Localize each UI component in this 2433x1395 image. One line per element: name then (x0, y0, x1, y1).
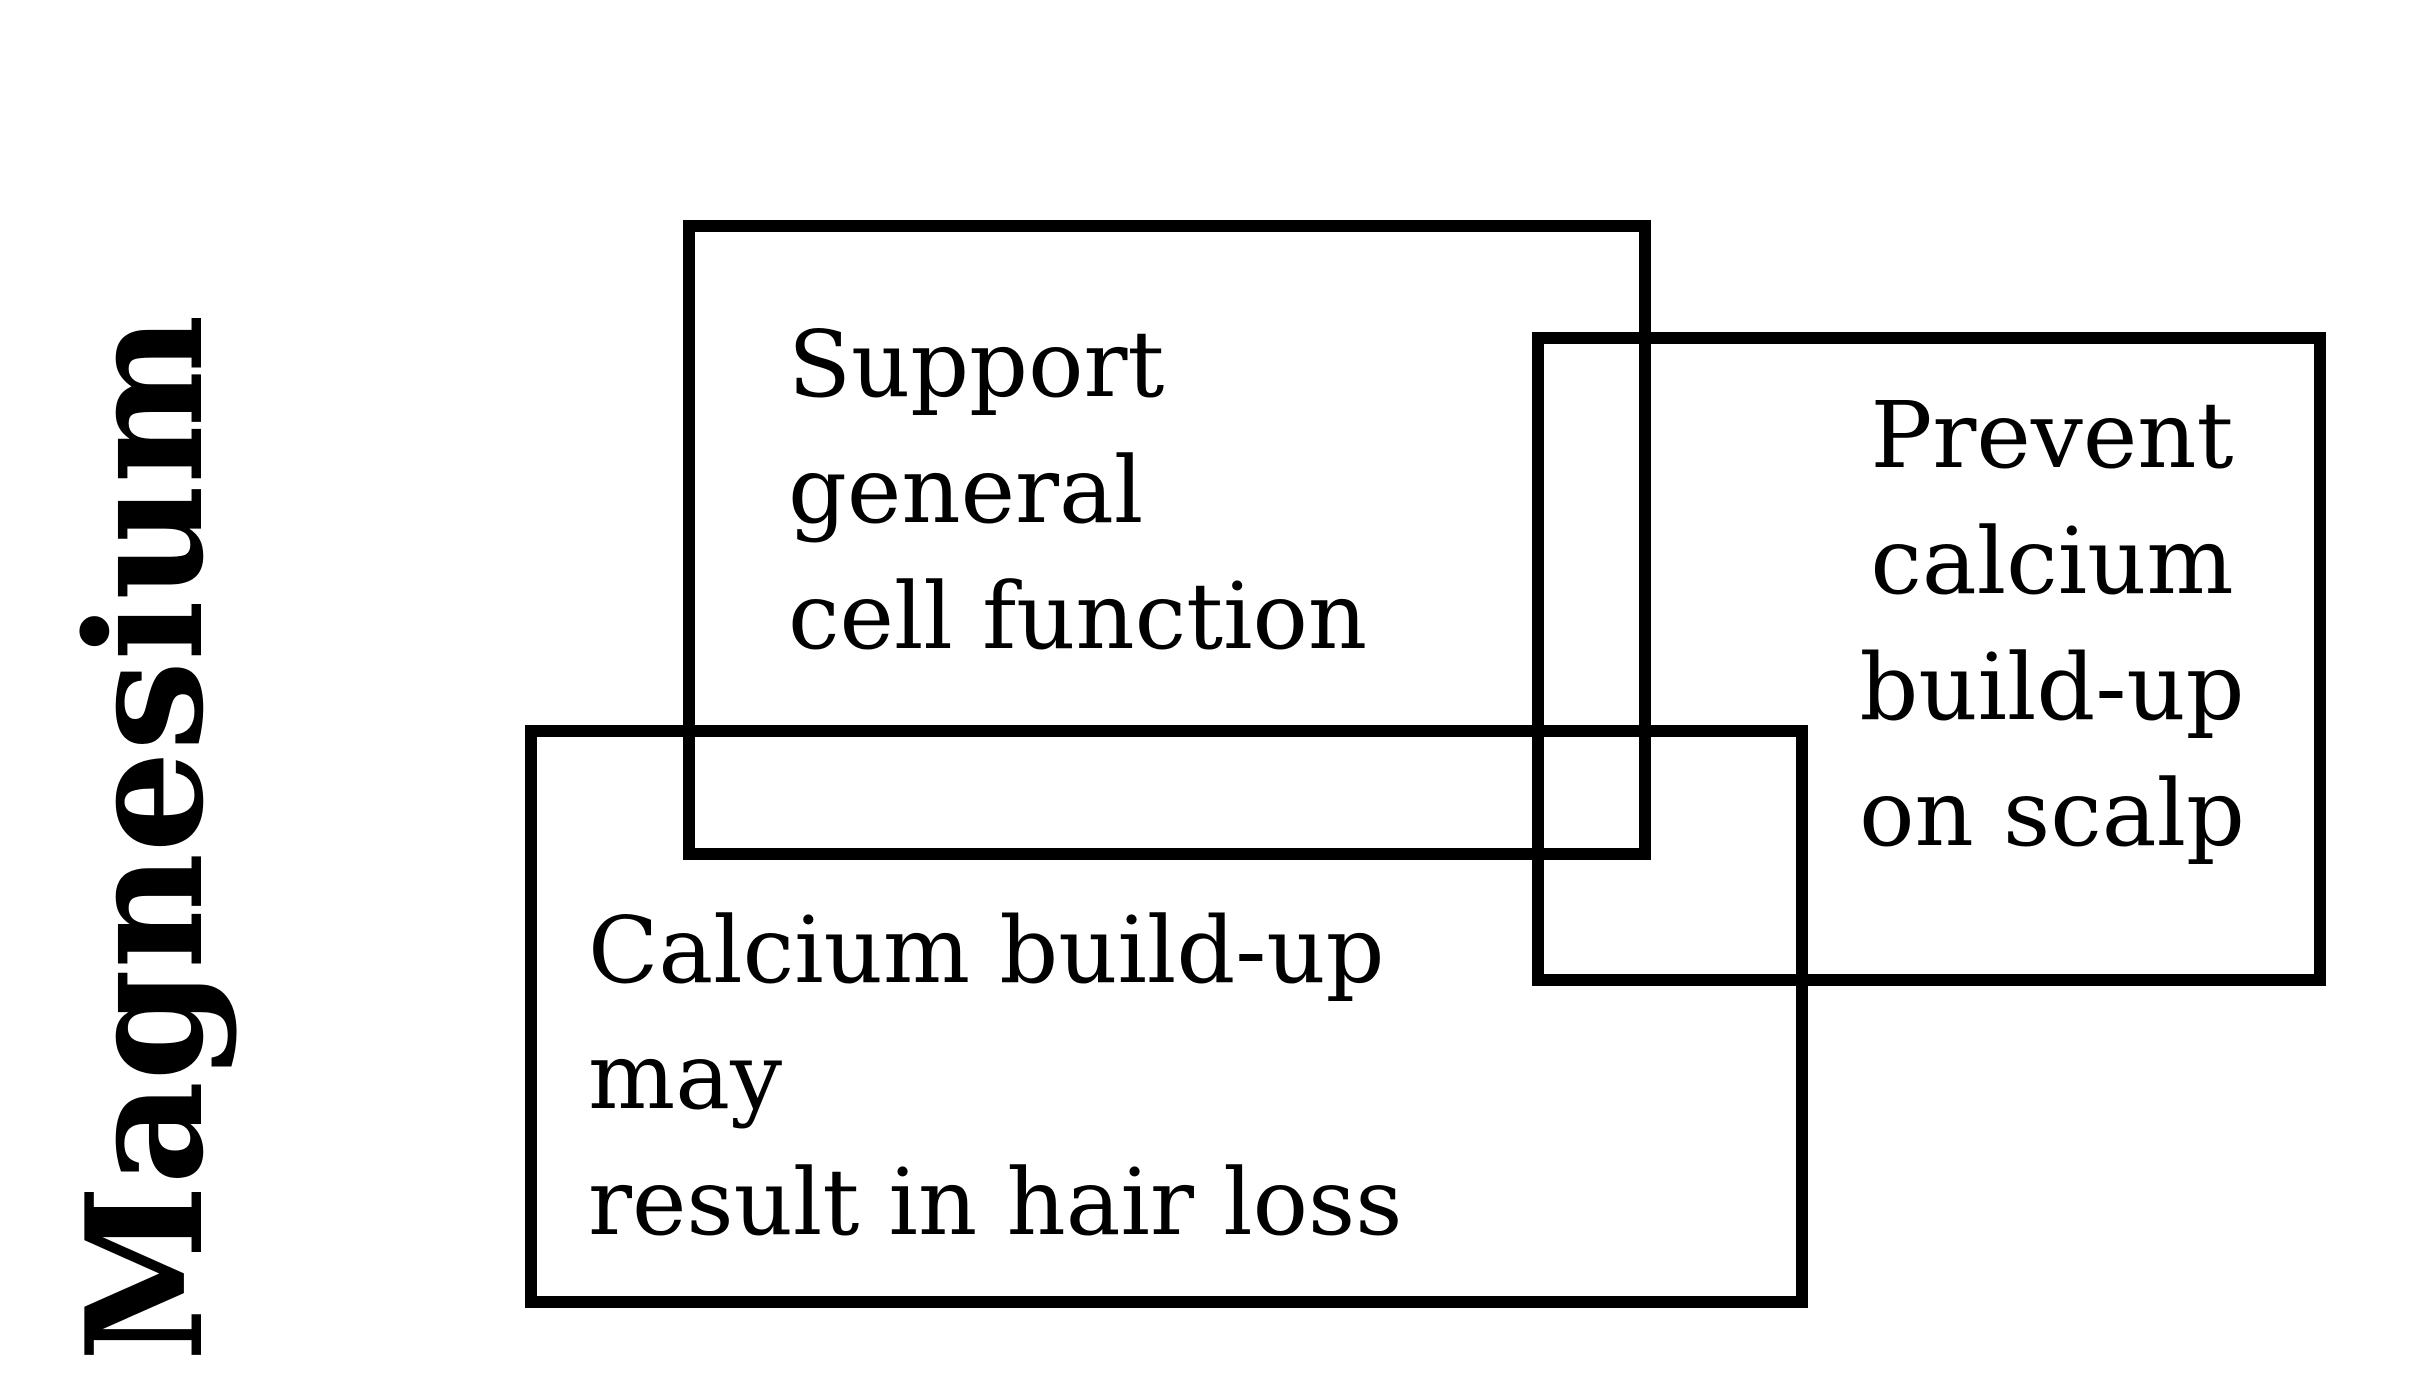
prevent-calcium-scalp-box (1532, 332, 2326, 986)
magnesium-title: Magnesium (51, 314, 239, 1362)
calcium-hair-loss-text: Calcium build-up may result in hair loss (588, 897, 1403, 1256)
support-cell-function-text: Support general cell function (788, 311, 1368, 670)
prevent-calcium-scalp-text: Prevent calcium build-up on scalp (1859, 382, 2245, 867)
calcium-hair-loss-box (525, 725, 1808, 1308)
support-cell-function-box (683, 220, 1651, 860)
